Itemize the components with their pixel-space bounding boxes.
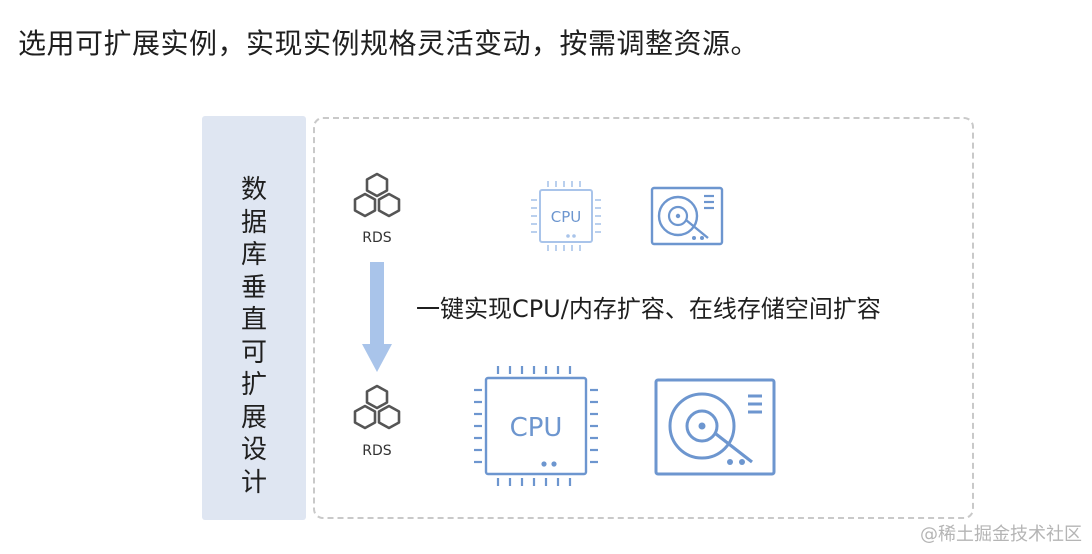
side-panel-label: 数据库垂直可扩展设计 xyxy=(240,175,267,498)
rds-bottom-label: RDS xyxy=(362,443,392,459)
headline: 选用可扩展实例，实现实例规格灵活变动，按需调整资源。 xyxy=(18,27,760,60)
down-arrow-icon xyxy=(362,262,392,372)
cpu-large-icon: CPU xyxy=(474,366,598,486)
cpu-small-icon: CPU xyxy=(531,181,601,251)
rds-bottom-icon xyxy=(353,384,401,430)
feature-description: 一键实现CPU/内存扩容、在线存储空间扩容 xyxy=(416,295,881,323)
cpu-large-label: CPU xyxy=(510,413,563,443)
rds-top-icon xyxy=(353,172,401,218)
watermark: @稀土掘金技术社区 xyxy=(920,524,1082,545)
side-panel: 数据库垂直可扩展设计 xyxy=(202,116,306,520)
rds-top-label: RDS xyxy=(362,230,392,246)
hard-disk-small-icon xyxy=(650,186,724,246)
cpu-small-label: CPU xyxy=(551,208,582,226)
dashed-container xyxy=(313,117,974,519)
hard-disk-large-icon xyxy=(654,378,776,476)
